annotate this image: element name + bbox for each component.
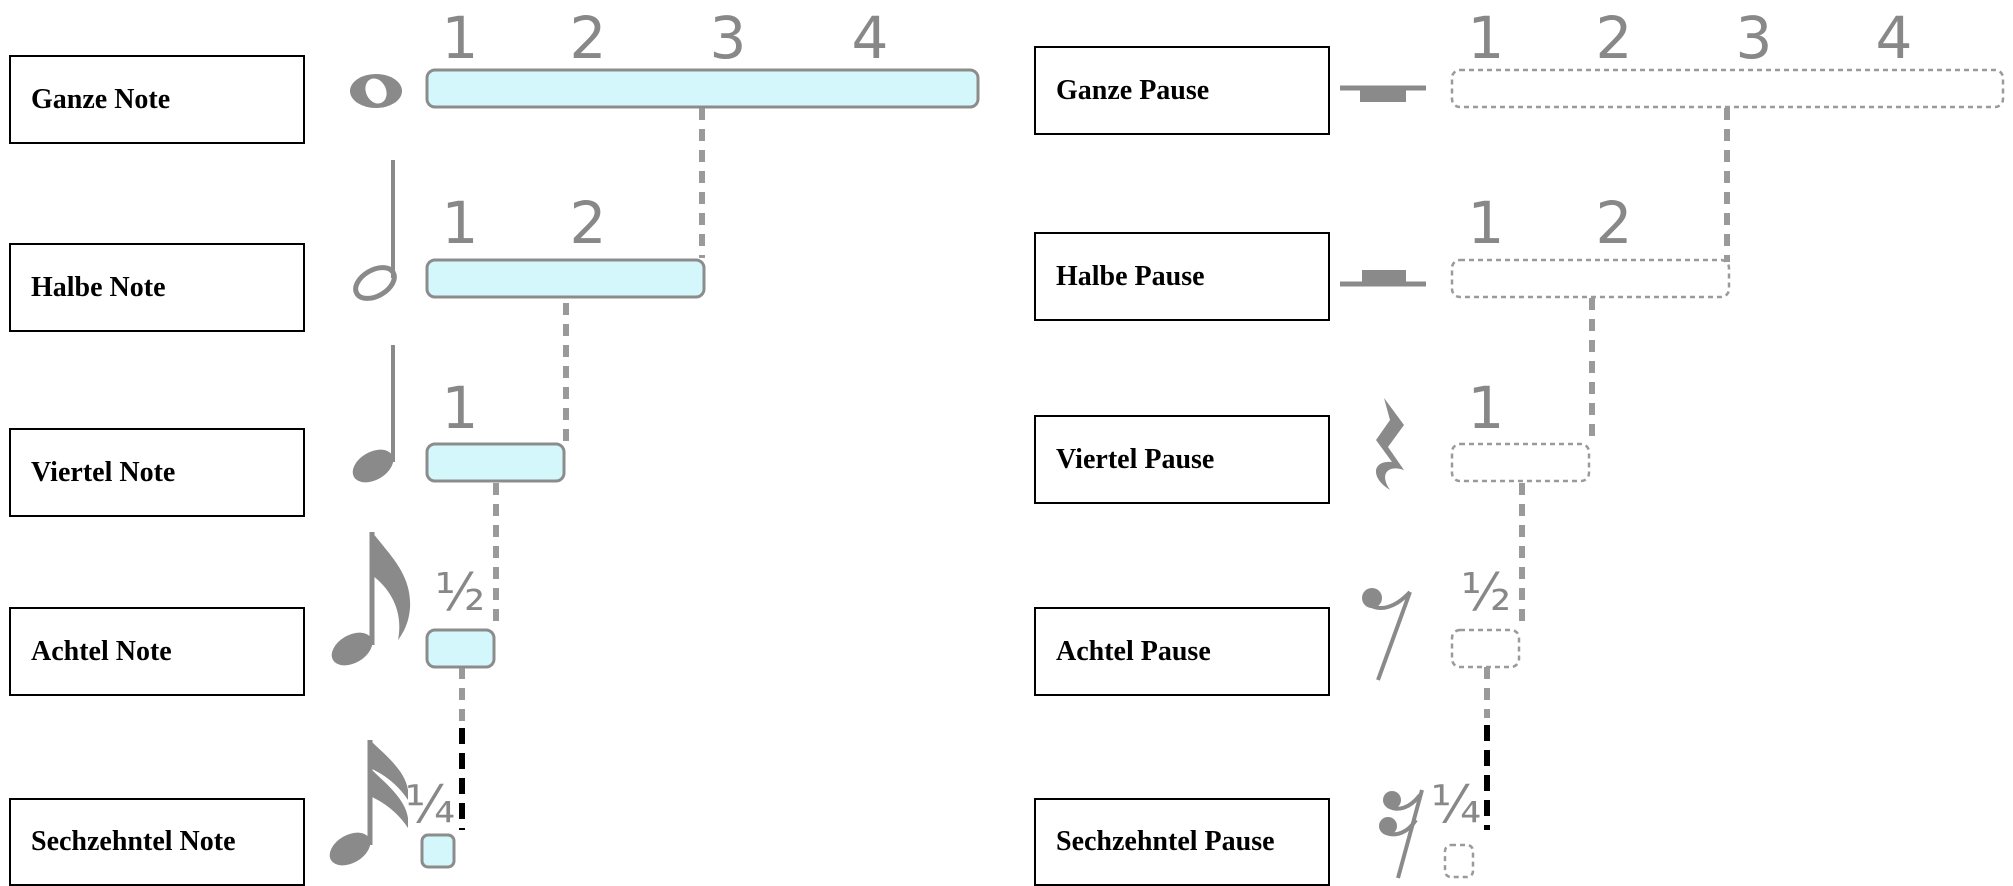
duration-bar-whole-rest — [1450, 68, 2005, 109]
duration-bar-eighth-rest — [1450, 628, 1521, 669]
beat-number: 2 — [570, 189, 607, 257]
fraction-label: ½ — [435, 563, 485, 623]
label-eighth-rest: Achtel Pause — [1034, 607, 1330, 696]
beat-number: 1 — [442, 374, 479, 442]
label-half-note: Halbe Note — [9, 243, 305, 332]
duration-bar-quarter-note — [425, 442, 566, 483]
label-half-rest: Halbe Pause — [1034, 232, 1330, 321]
sixteenth-rest-icon — [1379, 789, 1424, 879]
eighth-note-icon — [331, 532, 411, 666]
label-quarter-rest: Viertel Pause — [1034, 415, 1330, 504]
beat-number: 4 — [1876, 4, 1913, 72]
label-sixteenth-note: Sechzehntel Note — [9, 798, 305, 886]
label-whole-note: Ganze Note — [9, 55, 305, 144]
duration-bar-quarter-rest — [1450, 442, 1591, 483]
beat-number: 1 — [1468, 4, 1505, 72]
duration-bar-eighth-note — [425, 628, 496, 669]
label-whole-rest: Ganze Pause — [1034, 46, 1330, 135]
quarter-note-icon — [352, 345, 395, 483]
label-quarter-note: Viertel Note — [9, 428, 305, 517]
half-note-icon — [353, 160, 397, 301]
sixteenth-note-icon — [329, 740, 408, 866]
duration-bar-sixteenth-rest — [1443, 843, 1475, 879]
rest-connectors — [1484, 108, 1730, 718]
beat-number: 2 — [1596, 189, 1633, 257]
half-rest-icon — [1340, 270, 1426, 287]
beat-number: 1 — [1468, 374, 1505, 442]
eighth-rest-icon — [1362, 588, 1412, 681]
beat-number: 4 — [852, 4, 889, 72]
duration-bar-half-note — [425, 258, 706, 299]
beat-number: 1 — [442, 4, 479, 72]
whole-rest-icon — [1340, 85, 1426, 102]
duration-bar-half-rest — [1450, 258, 1731, 299]
note-connectors — [459, 108, 705, 728]
beat-number: 3 — [710, 4, 747, 72]
duration-bar-whole-note — [425, 68, 980, 109]
beat-number: 2 — [1596, 4, 1633, 72]
label-sixteenth-rest: Sechzehntel Pause — [1034, 798, 1330, 886]
beat-number: 2 — [570, 4, 607, 72]
fraction-label: ½ — [1461, 563, 1511, 623]
label-eighth-note: Achtel Note — [9, 607, 305, 696]
whole-note-icon — [350, 74, 402, 108]
beat-number: 3 — [1736, 4, 1773, 72]
quarter-rest-icon — [1375, 398, 1404, 490]
beat-number: 1 — [1468, 189, 1505, 257]
fraction-label: ¼ — [405, 775, 455, 835]
fraction-label: ¼ — [1431, 775, 1481, 835]
duration-bar-sixteenth-note — [420, 833, 456, 869]
beat-number: 1 — [442, 189, 479, 257]
